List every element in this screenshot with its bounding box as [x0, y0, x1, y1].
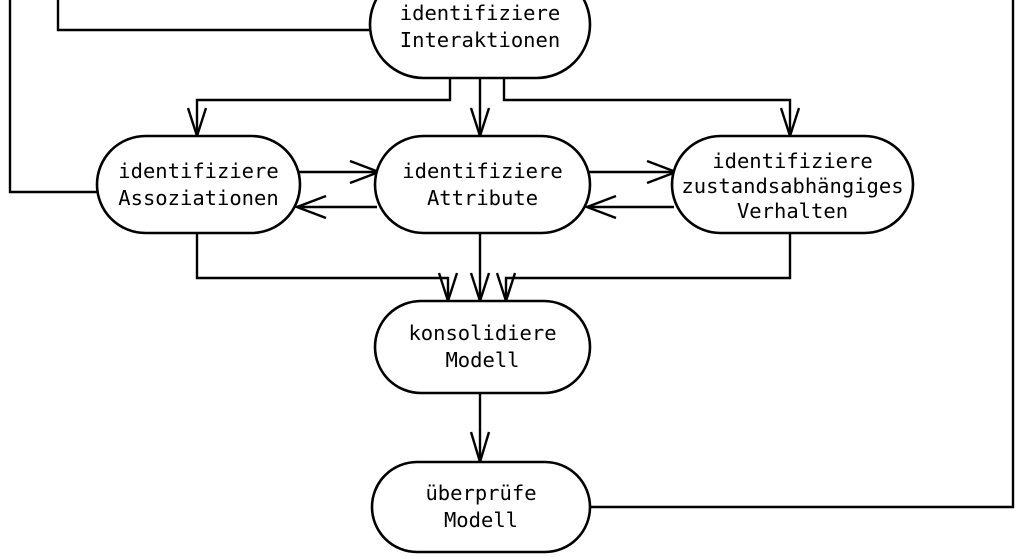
- node-shape-assoziationen: [95, 134, 302, 235]
- node-label-assoziationen-line2: Assoziationen: [118, 186, 278, 210]
- node-shape-verhalten: [670, 134, 915, 235]
- node-identifiziere-interaktionen[interactable]: identifiziere Interaktionen: [368, 0, 592, 80]
- node-shape-konsolidiere: [373, 299, 592, 395]
- node-identifiziere-assoziationen[interactable]: identifiziere Assoziationen: [95, 134, 302, 235]
- node-identifiziere-attribute[interactable]: identifiziere Attribute: [373, 134, 592, 235]
- node-label-interaktionen-line2: Interaktionen: [400, 28, 560, 52]
- edge-layer: [8, 0, 1015, 509]
- node-shape-interaktionen: [368, 0, 592, 80]
- edge-interaktionen-verhalten: [502, 77, 792, 134]
- edge-feedback-left-inner: [56, 0, 372, 32]
- node-shape-ueberpruefe: [370, 460, 592, 554]
- node-label-verhalten-line1: identifiziere: [712, 149, 872, 173]
- node-shape-attribute: [373, 134, 592, 235]
- node-label-attribute-line2: Attribute: [427, 186, 538, 210]
- edge-verhalten-konsolidiere: [504, 233, 792, 299]
- edge-interaktionen-assoziationen: [195, 77, 452, 134]
- node-label-verhalten-line3: Verhalten: [737, 199, 848, 223]
- node-konsolidiere-modell[interactable]: konsolidiere Modell: [373, 299, 592, 395]
- edge-feedback-left-outer: [8, 0, 99, 194]
- node-label-ueberpruefe-line2: Modell: [444, 508, 518, 532]
- node-label-konsolidiere-line1: konsolidiere: [408, 321, 556, 345]
- node-label-interaktionen-line1: identifiziere: [400, 1, 560, 25]
- edge-assoziationen-konsolidiere: [195, 233, 450, 299]
- node-label-verhalten-line2: zustandsabhängiges: [681, 174, 903, 198]
- node-label-assoziationen-line1: identifiziere: [118, 159, 278, 183]
- node-label-attribute-line1: identifiziere: [402, 159, 562, 183]
- node-label-ueberpruefe-line1: überprüfe: [425, 481, 536, 505]
- node-ueberpruefe-modell[interactable]: überprüfe Modell: [370, 460, 592, 554]
- arrowhead-attribute-assoziationen: [293, 194, 327, 220]
- edge-feedback-right: [589, 0, 1015, 509]
- arrowhead-verhalten-attribute: [583, 194, 617, 220]
- node-identifiziere-zustandsabhaengiges-verhalten[interactable]: identifiziere zustandsabhängiges Verhalt…: [670, 134, 915, 235]
- node-label-konsolidiere-line2: Modell: [445, 348, 519, 372]
- node-layer: identifiziere Interaktionen identifizier…: [95, 0, 915, 554]
